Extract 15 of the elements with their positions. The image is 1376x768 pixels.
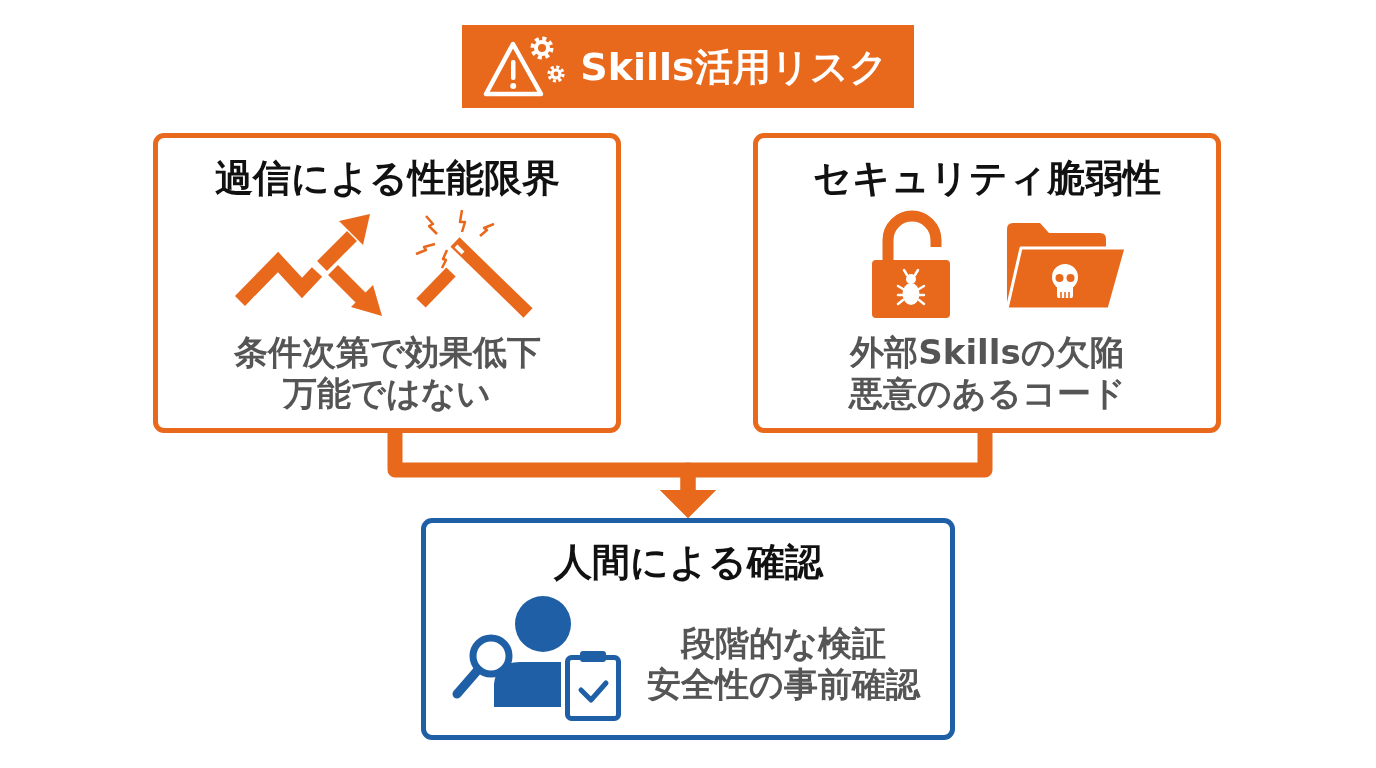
card-text: 条件次第で効果低下 (232, 330, 542, 374)
card-text: 段階的な検証 (679, 621, 887, 665)
card-text: 外部Skillsの欠陥 (848, 330, 1125, 374)
connector-arrow (660, 431, 993, 518)
card-text: 安全性の事前確認 (645, 662, 922, 706)
risk-card (153, 133, 621, 433)
card-heading: セキュリティ脆弱性 (812, 155, 1162, 202)
banner-title: Skills活用リスク (579, 44, 889, 91)
check-card (421, 518, 955, 740)
card-text: 万能ではない (282, 371, 492, 415)
card-heading: 人間による確認 (552, 539, 825, 586)
card-heading: 過信による性能限界 (213, 155, 561, 202)
title-banner (462, 25, 914, 108)
risk-card (753, 133, 1221, 433)
card-text: 悪意のあるコード (847, 371, 1127, 415)
